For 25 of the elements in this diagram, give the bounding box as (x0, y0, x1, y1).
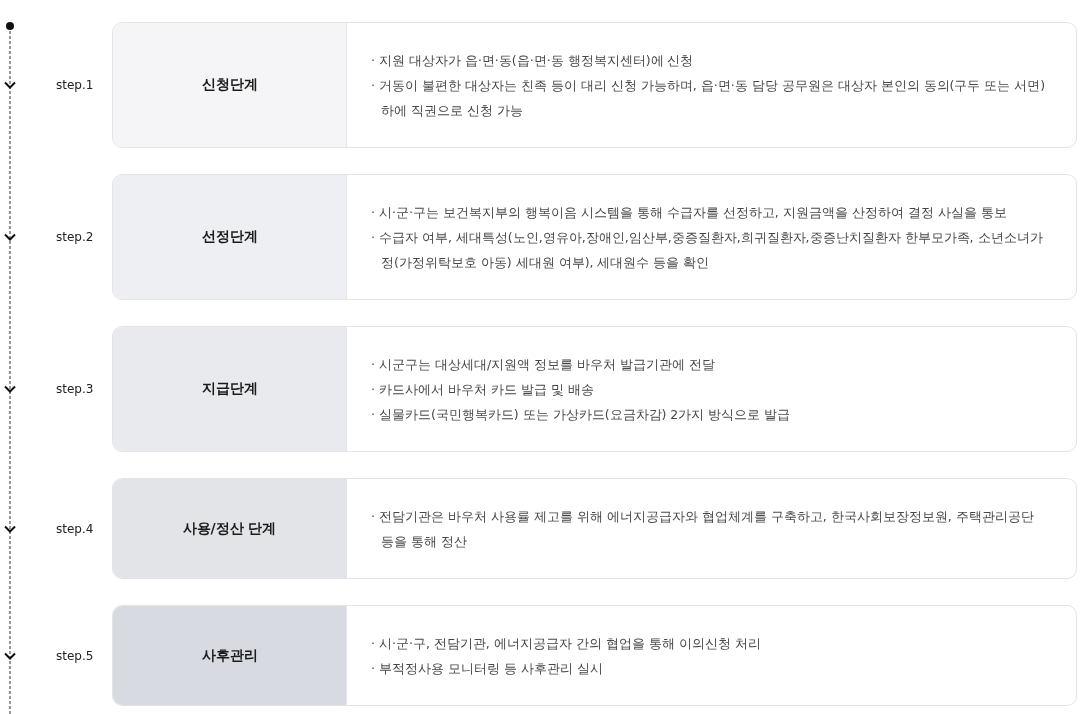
step-heading: 사후관리 (113, 606, 347, 705)
step-label: step.3 (56, 381, 94, 397)
bullet-text: · 시군구는 대상세대/지원액 정보를 바우처 발급기관에 전달 (371, 355, 717, 374)
bullet-text: · 시·군·구, 전담기관, 에너지공급자 간의 협업을 통해 이의신청 처리 (371, 634, 762, 653)
step-label: step.2 (56, 229, 94, 245)
bullet-text: · 지원 대상자가 읍·면·동(읍·면·동 행정복지센터)에 신청 (371, 51, 695, 70)
step-heading: 신청단계 (113, 23, 347, 147)
step-label: step.1 (56, 77, 94, 93)
step-label: step.4 (56, 520, 94, 537)
step-heading: 지급단계 (113, 327, 347, 451)
step-label: step.5 (56, 647, 94, 664)
bullet-text: · 시·군·구는 보건복지부의 행복이음 시스템을 통해 수급자를 선정하고, 지원금액을 산정하여 결정 사실을 통보 (371, 203, 1008, 222)
step-heading: 사용/정산 단계 (113, 479, 347, 578)
step-card (112, 478, 1077, 579)
bullet-text: · 전담기관은 바우처 사용률 제고를 위해 에너지공급자와 협업체계를 구축하고, 한국사회보장정보원, 주택관리공단 등을 통해 정산 (371, 507, 1035, 551)
step-card (112, 326, 1077, 452)
step-card (112, 174, 1077, 300)
bullet-text: · 수급자 여부, 세대특성(노인,영유아,장애인,임산부,중증질환자,희귀질환자,중증난치질환자 한부모가족, 소년소녀가정(가정위탁보호 아동) 세대원 여부), 세대원수 등을 확인 (371, 228, 1044, 272)
step-card (112, 605, 1077, 706)
step-heading: 선정단계 (113, 175, 347, 299)
bullet-text: · 거동이 불편한 대상자는 친족 등이 대리 신청 가능하며, 읍·면·동 담당 공무원은 대상자 본인의 동의(구두 또는 서면) 하에 직권으로 신청 가능 (371, 76, 1046, 120)
bullet-text: · 카드사에서 바우처 카드 발급 및 배송 (371, 380, 595, 399)
bullet-text: · 실물카드(국민행복카드) 또는 가상카드(요금차감) 2가지 방식으로 발급 (371, 405, 792, 424)
step-card (112, 22, 1077, 148)
bullet-text: · 부적정사용 모니터링 등 사후관리 실시 (371, 659, 604, 678)
